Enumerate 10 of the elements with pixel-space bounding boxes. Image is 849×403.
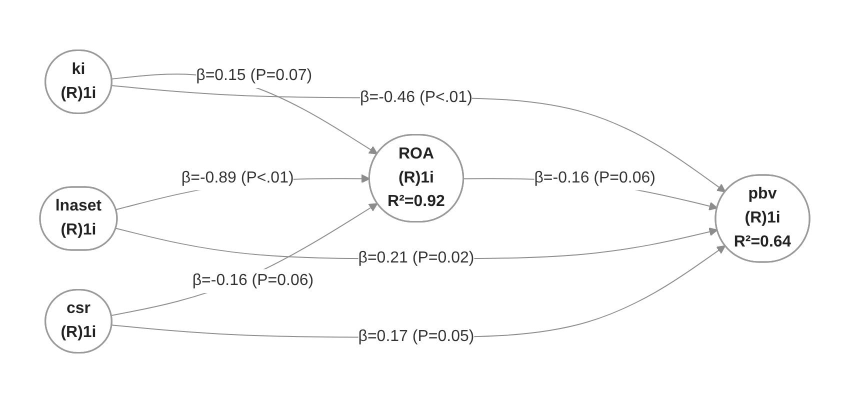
edge-label: β=0.15 (P=0.07) [196, 67, 312, 84]
edge-label: β=0.21 (P=0.02) [358, 250, 474, 267]
arrow [110, 203, 378, 316]
edge-label: β=-0.46 (P<.01) [360, 88, 472, 106]
arrow [111, 245, 726, 338]
edge-label: β=-0.89 (P<.01) [181, 169, 294, 186]
arrow [111, 85, 726, 192]
edge-label: β=-0.16 (P=0.06) [192, 272, 314, 290]
edge-label: β=-0.16 (P=0.06) [534, 169, 656, 186]
edge-label: β=0.17 (P=0.05) [358, 328, 474, 346]
